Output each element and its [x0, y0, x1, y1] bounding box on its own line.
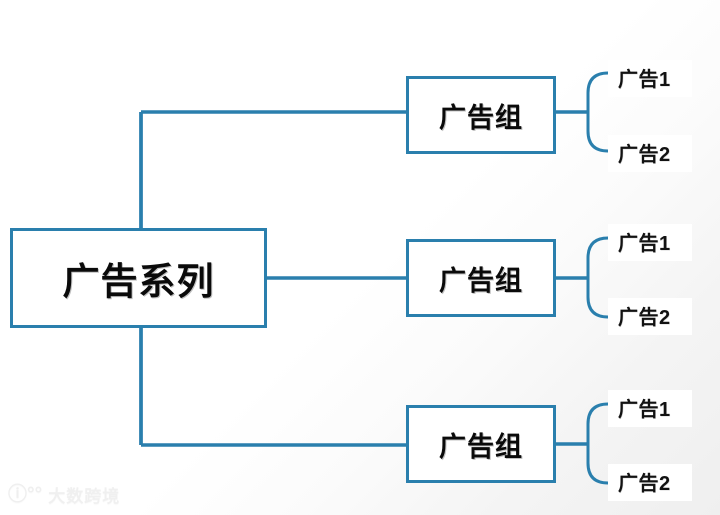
node-ad-group-3-label: 广告组	[439, 431, 523, 462]
leaf-ad-1-2: 广告2	[608, 135, 692, 172]
brace-2	[586, 236, 610, 319]
watermark: ⓘ°° 大数跨境	[8, 482, 120, 507]
leaf-ad-3-2: 广告2	[608, 464, 692, 501]
leaf-ad-1-1: 广告1	[608, 60, 692, 97]
leaf-ad-3-1: 广告1	[608, 390, 692, 427]
leaf-ad-2-2: 广告2	[608, 298, 692, 335]
brace-1	[586, 71, 610, 153]
node-ad-group-2: 广告组	[406, 239, 556, 317]
node-campaign-label: 广告系列	[62, 261, 215, 302]
brace-3	[586, 402, 610, 485]
node-campaign: 广告系列	[10, 228, 267, 328]
watermark-text: 大数跨境	[48, 487, 121, 506]
node-ad-group-3: 广告组	[406, 405, 556, 483]
node-ad-group-1-label: 广告组	[439, 102, 523, 133]
leaf-ad-2-1: 广告1	[608, 224, 692, 261]
watermark-logo-icon: ⓘ°°	[8, 484, 43, 505]
node-ad-group-1: 广告组	[406, 76, 556, 154]
node-ad-group-2-label: 广告组	[439, 265, 523, 296]
